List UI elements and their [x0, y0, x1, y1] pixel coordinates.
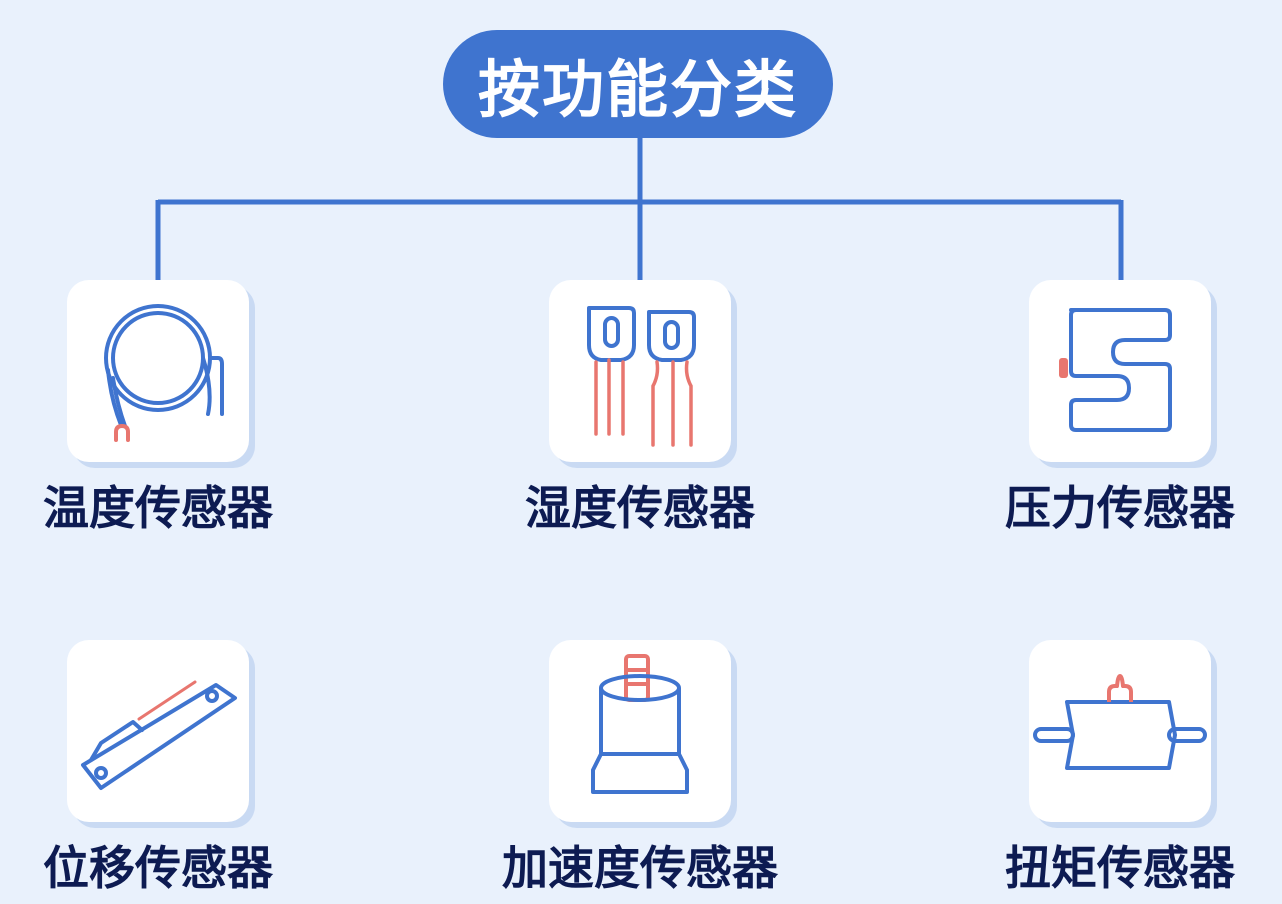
- linear-displacement-icon: [81, 680, 237, 790]
- pressure-sensor-card: [1029, 280, 1211, 462]
- humidity-sensor-label: 湿度传感器: [525, 481, 755, 535]
- pressure-sensor-label: 压力传感器: [1005, 481, 1235, 535]
- displacement-sensor-label: 位移传感器: [43, 841, 273, 895]
- s-type-load-cell-icon: [1059, 308, 1172, 432]
- temperature-sensor-label: 温度传感器: [43, 481, 273, 535]
- acceleration-sensor-label: 加速度传感器: [502, 841, 778, 895]
- displacement-sensor-card: [67, 640, 249, 822]
- torque-sensor-card: [1029, 640, 1211, 822]
- thermocouple-wire-icon: [104, 304, 224, 442]
- accelerometer-icon: [591, 654, 689, 794]
- torque-shaft-icon: [1033, 674, 1207, 770]
- category-title: 按功能分类: [443, 30, 833, 138]
- humidity-sensor-card: [549, 280, 731, 462]
- temperature-sensor-card: [67, 280, 249, 462]
- acceleration-sensor-card: [549, 640, 731, 822]
- humidity-probe-icon: [587, 306, 696, 447]
- torque-sensor-label: 扭矩传感器: [1005, 841, 1235, 895]
